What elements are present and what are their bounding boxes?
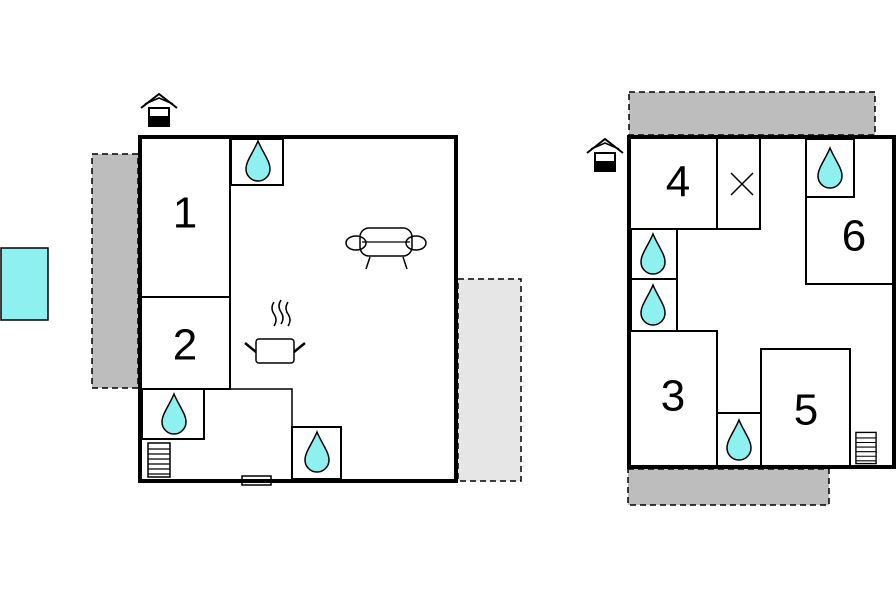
stairs-icon — [855, 431, 877, 465]
cooking-pot-icon — [244, 299, 306, 364]
outer-walls-right-top — [627, 135, 896, 469]
room-6-label: 6 — [842, 212, 866, 261]
room-4-label: 4 — [666, 158, 690, 207]
closet — [716, 136, 761, 230]
entrance-icon — [140, 93, 178, 127]
terrace-covered-left — [91, 153, 139, 389]
pool — [0, 247, 49, 321]
terrace-open-right — [457, 278, 522, 482]
room-1-label: 1 — [173, 189, 197, 238]
room-2 — [139, 296, 231, 390]
floor-right: 4 6 3 5 — [586, 91, 896, 506]
cross-icon — [730, 172, 754, 196]
terrace-covered-top — [628, 91, 876, 136]
outer-walls-left-top — [138, 135, 458, 483]
sofa-icon — [345, 227, 427, 270]
stairs-icon — [147, 442, 171, 478]
room-5-label: 5 — [794, 386, 818, 435]
room-3-label: 3 — [661, 372, 685, 421]
floor-left: 1 2 — [0, 93, 522, 486]
terrace-covered-bottom — [627, 468, 830, 506]
entrance-icon — [586, 138, 624, 172]
room-2-label: 2 — [173, 321, 197, 370]
room-3 — [628, 330, 718, 468]
